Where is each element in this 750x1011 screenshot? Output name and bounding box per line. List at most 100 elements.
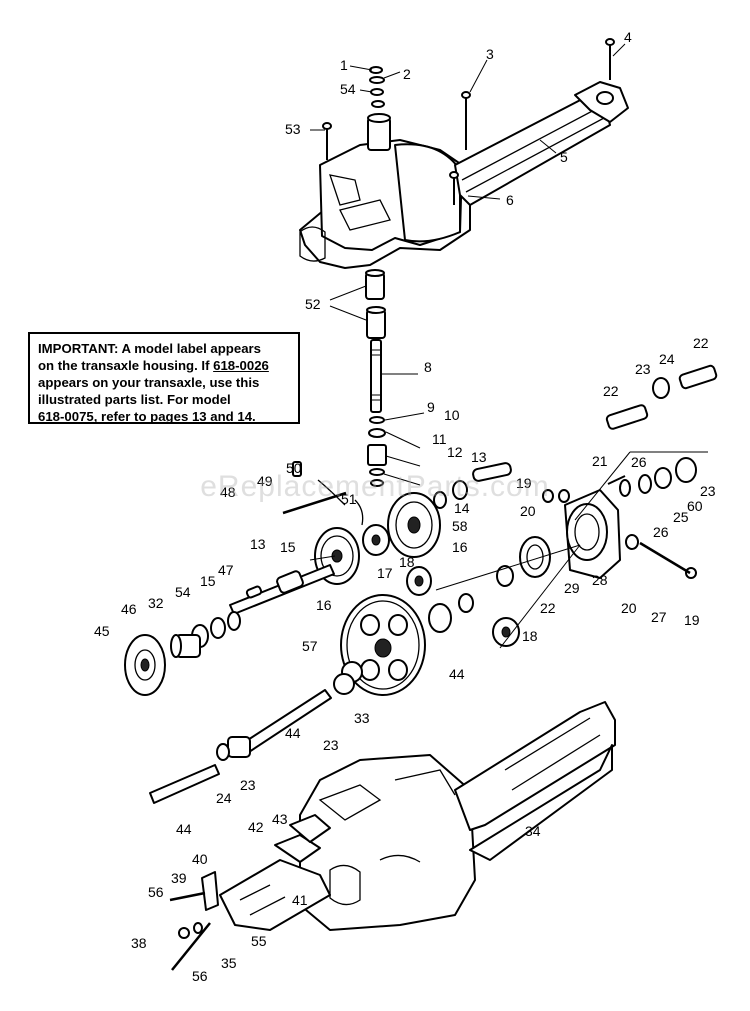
notice-line-4: illustrated parts list. For model — [38, 392, 231, 407]
callout-15-lower: 15 — [200, 573, 216, 589]
notice-line-2: on the transaxle housing. If 618-0026 — [38, 357, 290, 374]
callout-46: 46 — [121, 601, 137, 617]
gear-51 — [354, 499, 364, 526]
callout-54: 54 — [340, 81, 356, 97]
callout-53: 53 — [285, 121, 301, 137]
input-shaft-8 — [370, 339, 382, 413]
washers-left-stack — [170, 611, 241, 658]
callout-56-top: 56 — [148, 884, 164, 900]
gear-18-right — [492, 617, 520, 647]
callout-28: 28 — [592, 572, 608, 588]
bushings-52 — [365, 269, 386, 339]
callout-24-top: 24 — [659, 351, 675, 367]
gear-17 — [362, 524, 390, 556]
callout-22-top: 22 — [693, 335, 709, 351]
leader-lines — [309, 43, 626, 561]
callout-20-top: 20 — [520, 503, 536, 519]
callout-24-low: 24 — [216, 790, 232, 806]
watermark: eReplacementParts.com — [200, 470, 550, 503]
callout-12: 12 — [447, 444, 463, 460]
callout-16-upper: 16 — [452, 539, 468, 555]
callout-42: 42 — [248, 819, 264, 835]
bolt-3 — [461, 91, 471, 150]
callout-8: 8 — [424, 359, 432, 375]
callout-26-top: 26 — [631, 454, 647, 470]
callout-44-mid: 44 — [449, 666, 465, 682]
callout-51: 51 — [341, 491, 357, 507]
callout-29: 29 — [564, 580, 580, 596]
callout-32: 32 — [148, 595, 164, 611]
callout-52: 52 — [305, 296, 321, 312]
callout-58: 58 — [452, 518, 468, 534]
callout-44-axle: 44 — [285, 725, 301, 741]
notice-line-5-text: , refer to pages 13 and 14. — [93, 409, 256, 424]
shaft-13-left — [229, 564, 335, 615]
callout-19-low: 19 — [684, 612, 700, 628]
callout-19-top: 19 — [516, 475, 532, 491]
bolt-21 — [607, 475, 626, 485]
callout-3: 3 — [486, 46, 494, 62]
reference-lines — [435, 451, 708, 649]
callout-39: 39 — [171, 870, 187, 886]
callout-41: 41 — [292, 892, 308, 908]
callout-50: 50 — [286, 460, 302, 476]
callout-23-mid: 23 — [323, 737, 339, 753]
callout-33: 33 — [354, 710, 370, 726]
callout-14-top: 14 — [454, 500, 470, 516]
main-gear-57 — [340, 594, 426, 696]
notice-line-3: appears on your transaxle, use this — [38, 375, 260, 390]
callout-49: 49 — [257, 473, 273, 489]
bevel-gear-22-mid — [496, 536, 551, 587]
callout-21: 21 — [592, 453, 608, 469]
callout-22-mid: 22 — [603, 383, 619, 399]
lever-40 — [201, 871, 219, 911]
callout-11: 11 — [432, 431, 447, 447]
callout-55: 55 — [251, 933, 267, 949]
callout-18-right: 18 — [522, 628, 538, 644]
notice-line-2-text: on the transaxle housing. If — [38, 358, 214, 373]
callout-numbers: 1 2 54 3 4 5 6 53 52 8 9 10 11 12 13 14 … — [94, 29, 716, 984]
callout-22-low: 22 — [540, 600, 556, 616]
callout-60: 60 — [687, 498, 703, 514]
lower-housing-34 — [299, 701, 616, 931]
callout-54-left: 54 — [175, 584, 191, 600]
callout-48: 48 — [220, 484, 236, 500]
callout-27: 27 — [651, 609, 667, 625]
spring-49 — [317, 479, 346, 506]
callout-43: 43 — [272, 811, 288, 827]
callout-16-left: 16 — [316, 597, 332, 613]
callout-38: 38 — [131, 935, 147, 951]
washers-19-20 — [542, 489, 697, 579]
callout-44-low: 44 — [176, 821, 192, 837]
callout-13-upper: 13 — [471, 449, 487, 465]
nuts-38-35 — [178, 922, 203, 939]
block-42-43 — [274, 814, 331, 863]
notice-line-1: IMPORTANT: A model label appears — [38, 341, 261, 356]
model-618-0075-link: 618-0075 — [38, 409, 94, 424]
callout-10: 10 — [444, 407, 460, 423]
callout-18-left: 18 — [399, 554, 415, 570]
pulley-45 — [124, 634, 166, 696]
axle-tube-upper — [454, 81, 629, 206]
model-618-0026-link: 618-0026 — [213, 358, 269, 373]
callout-35: 35 — [221, 955, 237, 971]
axle-shaft-44 — [239, 689, 332, 755]
callout-13-left: 13 — [250, 536, 266, 552]
callout-5: 5 — [560, 149, 568, 165]
axle-shaft-44-lower — [149, 764, 220, 804]
callout-25: 25 — [673, 509, 689, 525]
bolt-6 — [449, 171, 459, 205]
top-nut-stack — [369, 66, 385, 108]
pin-13-upper — [472, 462, 512, 482]
collar-33 — [333, 661, 363, 695]
washer-58 — [433, 491, 447, 509]
bearing-23-upper — [619, 457, 697, 497]
gear-18-left — [406, 566, 432, 596]
callout-20-low: 20 — [621, 600, 637, 616]
callout-26-mid: 26 — [653, 524, 669, 540]
callout-4: 4 — [624, 29, 632, 45]
callout-47: 47 — [218, 562, 234, 578]
callout-45: 45 — [94, 623, 110, 639]
